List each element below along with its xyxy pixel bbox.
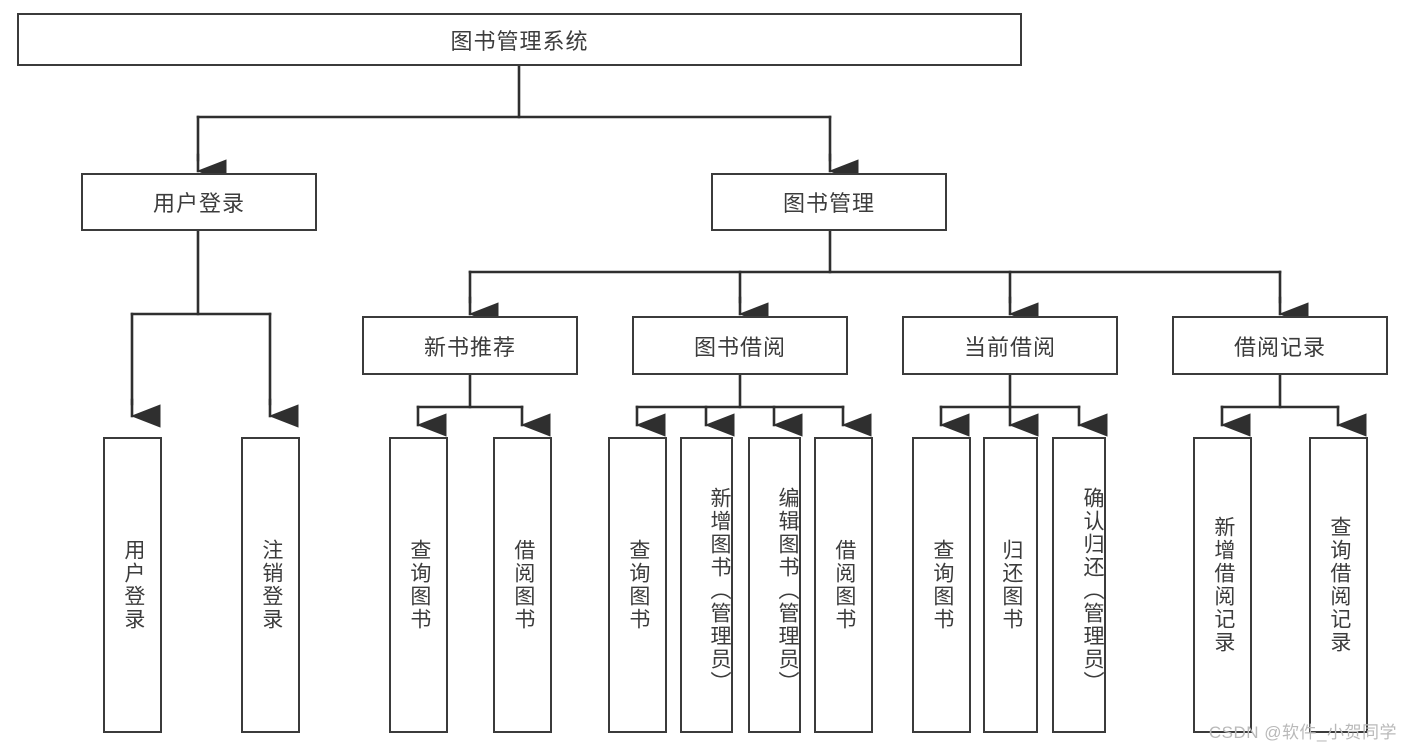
node-leaf-user-login[interactable]: 用户登录 <box>103 437 162 733</box>
node-leaf-confirm-return-label: 确认归还（管理员） <box>1081 486 1104 694</box>
node-book-manage[interactable]: 图书管理 <box>711 173 947 231</box>
node-leaf-query-book-3-label: 查询图书 <box>930 539 954 631</box>
node-current-borrow-label: 当前借阅 <box>963 334 1056 360</box>
node-leaf-query-record-label: 查询借阅记录 <box>1327 516 1351 654</box>
node-leaf-borrow-book-2-label: 借阅图书 <box>832 539 856 631</box>
node-current-borrow[interactable]: 当前借阅 <box>902 316 1118 375</box>
node-leaf-user-logout[interactable]: 注销登录 <box>241 437 300 733</box>
node-user-login[interactable]: 用户登录 <box>81 173 317 231</box>
node-leaf-user-logout-label: 注销登录 <box>259 539 283 631</box>
node-leaf-add-record[interactable]: 新增借阅记录 <box>1193 437 1252 733</box>
node-book-borrow[interactable]: 图书借阅 <box>632 316 848 375</box>
node-leaf-confirm-return[interactable]: 确认归还（管理员） <box>1052 437 1106 733</box>
node-leaf-borrow-book-1[interactable]: 借阅图书 <box>493 437 552 733</box>
watermark-text: CSDN @软件_小贺同学 <box>1208 723 1397 742</box>
node-leaf-query-book-2-label: 查询图书 <box>626 539 650 631</box>
node-root-label: 图书管理系统 <box>450 28 589 54</box>
node-leaf-return-book-label: 归还图书 <box>999 539 1023 631</box>
node-leaf-user-login-label: 用户登录 <box>121 539 145 631</box>
node-leaf-edit-book-label: 编辑图书（管理员） <box>776 486 799 694</box>
node-leaf-query-book-3[interactable]: 查询图书 <box>912 437 971 733</box>
node-leaf-borrow-book-2[interactable]: 借阅图书 <box>814 437 873 733</box>
node-leaf-query-record[interactable]: 查询借阅记录 <box>1309 437 1368 733</box>
node-new-book-recommend-label: 新书推荐 <box>423 334 516 360</box>
node-borrow-record-label: 借阅记录 <box>1233 334 1326 360</box>
node-leaf-query-book-1-label: 查询图书 <box>407 539 431 631</box>
node-leaf-add-book-label: 新增图书（管理员） <box>708 486 731 694</box>
node-leaf-add-record-label: 新增借阅记录 <box>1211 516 1235 654</box>
node-leaf-edit-book[interactable]: 编辑图书（管理员） <box>748 437 801 733</box>
node-book-borrow-label: 图书借阅 <box>693 334 786 360</box>
node-book-manage-label: 图书管理 <box>782 191 875 216</box>
node-leaf-query-book-1[interactable]: 查询图书 <box>389 437 448 733</box>
node-root[interactable]: 图书管理系统 <box>17 13 1022 66</box>
node-borrow-record[interactable]: 借阅记录 <box>1172 316 1388 375</box>
node-leaf-borrow-book-1-label: 借阅图书 <box>511 539 535 631</box>
node-leaf-add-book[interactable]: 新增图书（管理员） <box>680 437 733 733</box>
node-new-book-recommend[interactable]: 新书推荐 <box>362 316 578 375</box>
node-leaf-query-book-2[interactable]: 查询图书 <box>608 437 667 733</box>
node-user-login-label: 用户登录 <box>152 191 245 216</box>
node-leaf-return-book[interactable]: 归还图书 <box>983 437 1038 733</box>
